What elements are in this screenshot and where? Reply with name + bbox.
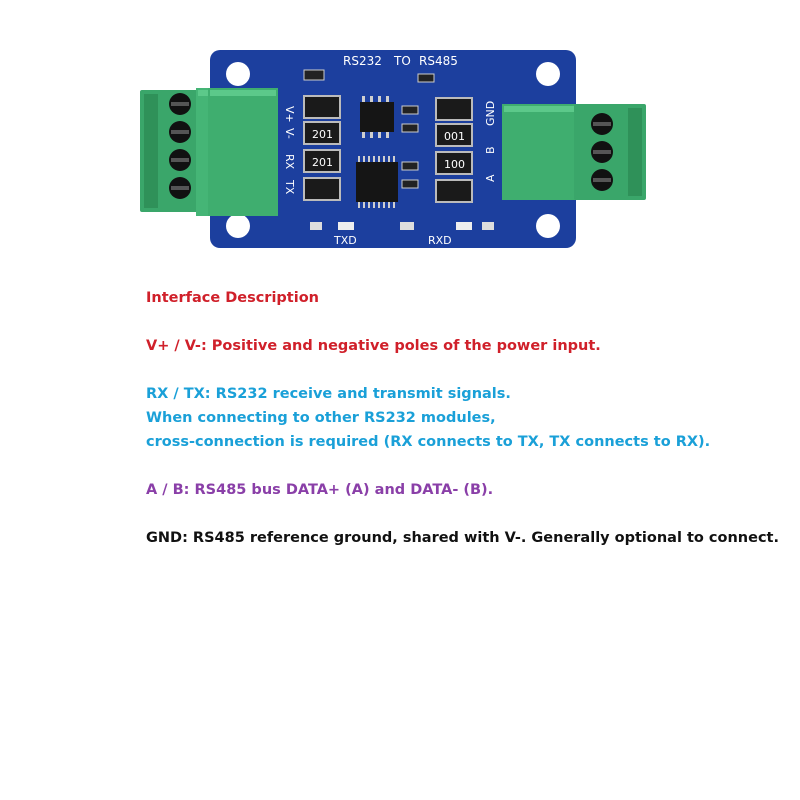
title-rs232-label: RS232 [343, 54, 382, 68]
title-to-label: TO [393, 54, 411, 68]
resistor-201-top: 201 [312, 128, 333, 141]
led-label-rxd: RXD [428, 234, 452, 247]
power-description: V+ / V-: Positive and negative poles of … [146, 338, 601, 354]
interface-description: Interface Description V+ / V-: Positive … [146, 286, 780, 550]
description-heading: Interface Description [146, 290, 319, 306]
rs232-description-line-2: When connecting to other RS232 modules, [146, 410, 496, 426]
pin-label-b: B [484, 146, 497, 154]
rs232-description-line-3: cross-connection is required (RX connect… [146, 434, 711, 450]
pin-label-tx: TX [283, 179, 296, 195]
gnd-description: GND: RS485 reference ground, shared with… [146, 530, 780, 546]
resistor-201-bottom: 201 [312, 156, 333, 169]
resistor-100: 100 [444, 158, 465, 171]
rs232-to-rs485-module: RS232 TO RS485 V+ V- RX TX 201 201 001 1… [140, 50, 646, 248]
pin-label-vminus: V- [283, 128, 296, 139]
pin-label-a: A [484, 174, 497, 182]
resistor-001: 001 [444, 130, 465, 143]
rs485-description: A / B: RS485 bus DATA+ (A) and DATA- (B)… [146, 482, 494, 498]
pin-label-gnd: GND [484, 101, 497, 126]
title-rs485-label: RS485 [419, 54, 458, 68]
pin-label-rx: RX [283, 154, 296, 170]
right-terminal-block [502, 104, 646, 200]
rs232-description-line-1: RX / TX: RS232 receive and transmit sign… [146, 386, 511, 402]
product-photo: RS232 TO RS485 V+ V- RX TX 201 201 001 1… [138, 44, 648, 254]
led-label-txd: TXD [333, 234, 357, 247]
pcb-board [208, 50, 576, 248]
pin-label-vplus: V+ [283, 106, 296, 123]
